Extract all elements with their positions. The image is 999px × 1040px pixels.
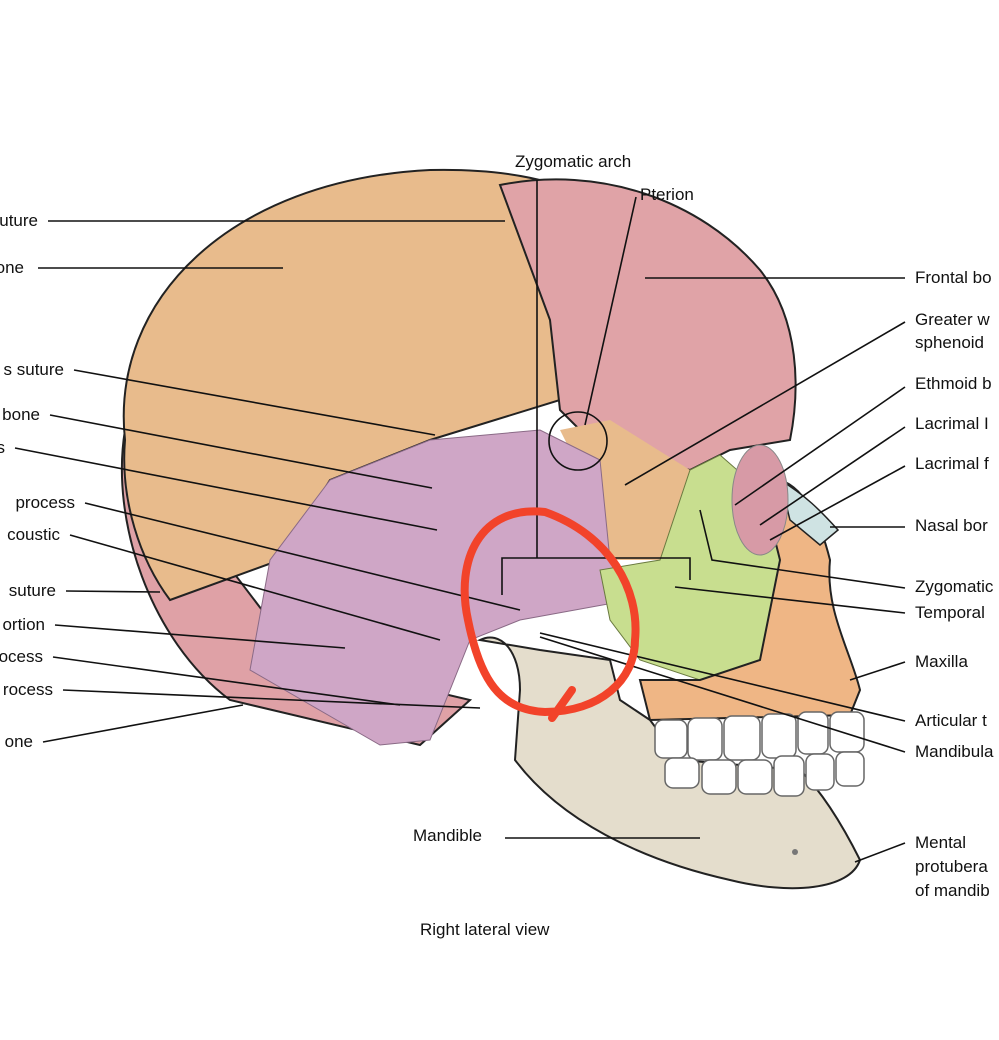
teeth — [654, 711, 865, 797]
label-lambdoid-suture: suture — [8, 581, 56, 600]
label-coronal-suture: uture — [0, 211, 38, 230]
label-zygomatic-bone: Zygomatic — [915, 577, 994, 596]
label-mandibular-fossa: Mandibula — [915, 742, 994, 761]
label-maxilla: Maxilla — [915, 652, 968, 671]
label-frontal-bone: Frontal bo — [915, 268, 992, 287]
label-styloid-process: rocess — [2, 680, 53, 699]
label-lacrimal-bone: Lacrimal I — [915, 414, 989, 433]
label-nasal-bone: Nasal bor — [915, 516, 988, 535]
label-zygomatic-process: process — [15, 493, 75, 512]
leader-lines — [14, 180, 906, 863]
label-ethmoid-bone: Ethmoid b — [915, 374, 992, 393]
label-articular-tubercle: Articular t — [915, 711, 987, 730]
label-of-mandible: of mandib — [915, 881, 990, 900]
label-zygomatic-arch: Zygomatic arch — [515, 152, 632, 171]
label-mastoid-process: ocess — [0, 647, 43, 666]
orbit — [731, 444, 789, 556]
label-occipital-bone: one — [4, 732, 33, 751]
label-pterion: Pterion — [640, 185, 694, 204]
label-external-acoustic: coustic — [7, 525, 60, 544]
label-lacrimal-fossa: Lacrimal f — [915, 454, 989, 473]
label-greater-wing: Greater w — [915, 310, 990, 329]
label-squamous-suture: s suture — [3, 360, 64, 379]
label-mental-protuberance: protubera — [915, 857, 988, 876]
label-temporal-process: Temporal — [915, 603, 985, 622]
label-temporal-bone: bone — [2, 405, 40, 424]
label-mandible: Mandible — [413, 826, 482, 845]
label-mental: Mental — [915, 833, 967, 852]
frontal-bone — [498, 178, 797, 472]
occipital-bone — [121, 427, 473, 747]
label-mastoid-portion: ortion — [2, 615, 45, 634]
mental-foramen — [792, 849, 798, 855]
red-annotation-circle — [460, 507, 640, 722]
caption: Right lateral view — [420, 920, 550, 939]
label-parietal-bone: one — [0, 258, 24, 277]
label-left-s: s — [0, 438, 5, 457]
label-greater-wing-sphenoid: sphenoid — [915, 333, 985, 352]
